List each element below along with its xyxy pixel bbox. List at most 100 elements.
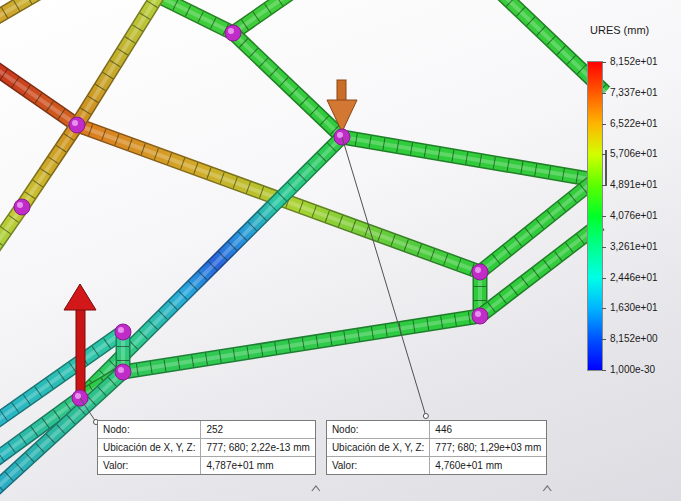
color-bar-segment bbox=[588, 324, 602, 355]
mesh-ticks bbox=[233, 33, 342, 137]
mesh-ticks bbox=[342, 137, 595, 180]
probe-table: Nodo:446Ubicación de X, Y, Z:777; 680; 1… bbox=[326, 420, 547, 475]
tube bbox=[480, 224, 600, 316]
field-name: Ubicación de X, Y, Z: bbox=[327, 439, 429, 456]
mesh-ticks bbox=[0, 0, 40, 20]
mesh-ticks bbox=[0, 66, 77, 125]
tube-highlight bbox=[22, 125, 77, 207]
force-arrow-head bbox=[64, 284, 96, 310]
field-name: Nodo: bbox=[98, 421, 200, 438]
color-bar-segment bbox=[588, 77, 602, 108]
joint-dot bbox=[14, 199, 30, 215]
force-arrow-head bbox=[327, 100, 357, 132]
tube-body bbox=[0, 66, 77, 125]
tick-mark bbox=[602, 154, 606, 155]
tube-highlight bbox=[342, 137, 595, 180]
tube-highlight bbox=[77, 0, 160, 125]
field-value: 4,760e+01 mm bbox=[430, 457, 546, 474]
field-name: Valor: bbox=[98, 457, 200, 474]
tube bbox=[77, 0, 160, 125]
tick-mark bbox=[602, 124, 606, 125]
tube-body bbox=[150, 0, 233, 33]
joint-highlight bbox=[72, 120, 78, 126]
joint-highlight bbox=[475, 267, 481, 273]
tick-mark bbox=[602, 339, 606, 340]
tick-mark bbox=[602, 216, 606, 217]
tube-body bbox=[22, 125, 77, 207]
joint-highlight bbox=[17, 202, 23, 208]
legend-value: 1,630e+01 bbox=[610, 302, 658, 314]
tube bbox=[480, 180, 595, 272]
mesh-ticks bbox=[233, 0, 292, 33]
tube-highlight bbox=[123, 316, 480, 372]
legend-value: 7,337e+01 bbox=[610, 87, 658, 99]
mesh-ticks bbox=[77, 0, 160, 125]
tube-highlight bbox=[0, 0, 40, 20]
tube-highlight bbox=[233, 0, 292, 33]
field-value: 777; 680; 1,29e+03 mm bbox=[430, 439, 546, 456]
tube-highlight bbox=[233, 33, 342, 137]
tube bbox=[150, 0, 233, 33]
joint-highlight bbox=[118, 367, 124, 373]
field-name: Valor: bbox=[327, 457, 429, 474]
tube-body bbox=[480, 224, 600, 316]
collapse-caret bbox=[312, 486, 320, 491]
tube-body bbox=[342, 137, 595, 180]
collapse-caret bbox=[543, 486, 551, 491]
tube-outline bbox=[77, 0, 160, 125]
tube-highlight bbox=[480, 180, 595, 272]
color-bar-segment bbox=[588, 201, 602, 232]
leader-line bbox=[342, 137, 426, 416]
tube bbox=[22, 125, 77, 207]
legend-value: 2,446e+01 bbox=[610, 272, 658, 284]
tube bbox=[0, 66, 77, 125]
tube-outline bbox=[233, 0, 292, 33]
tube-body bbox=[233, 0, 292, 33]
tick-mark bbox=[602, 278, 606, 279]
mesh-ticks bbox=[150, 0, 233, 33]
legend-value: 5,706e+01 bbox=[610, 148, 658, 160]
tick-mark bbox=[602, 185, 606, 186]
leader-lines bbox=[80, 137, 551, 491]
joint-highlight bbox=[118, 327, 124, 333]
probe-table: Nodo:252Ubicación de X, Y, Z:777; 680; 2… bbox=[97, 420, 316, 475]
tube-highlight bbox=[480, 224, 600, 316]
mesh-ticks bbox=[123, 316, 480, 372]
color-bar-segment bbox=[588, 262, 602, 293]
tick-mark bbox=[602, 247, 606, 248]
tube bbox=[233, 33, 342, 137]
tick-mark bbox=[602, 93, 606, 94]
legend-value: 4,891e+01 bbox=[610, 179, 658, 191]
joint-highlight bbox=[228, 28, 234, 34]
tube bbox=[342, 137, 595, 180]
leader-end bbox=[423, 414, 428, 419]
range-marker bbox=[605, 150, 607, 186]
legend-value: 8,152e+01 bbox=[610, 56, 658, 68]
leader-line bbox=[80, 398, 96, 422]
field-value: 777; 680; 2,22e-13 mm bbox=[201, 439, 314, 456]
tube-outline bbox=[0, 66, 77, 125]
tube-body bbox=[480, 180, 595, 272]
truss-tubes bbox=[0, 0, 605, 492]
legend-value: 6,522e+01 bbox=[610, 118, 658, 130]
joint-dot bbox=[472, 308, 488, 324]
color-bar-segment bbox=[588, 170, 602, 201]
tube-outline bbox=[150, 0, 233, 33]
legend-heading: URES (mm) bbox=[590, 24, 649, 37]
tube-outline bbox=[123, 316, 480, 372]
color-bar-segment bbox=[588, 231, 602, 262]
loads bbox=[64, 80, 357, 396]
tube-highlight bbox=[0, 66, 77, 125]
color-bar-segment bbox=[588, 62, 602, 77]
joint-dot bbox=[69, 117, 85, 133]
legend-value: 4,076e+01 bbox=[610, 210, 658, 222]
legend-value: 1,000e-30 bbox=[610, 364, 655, 376]
color-bar-segment bbox=[588, 139, 602, 170]
joint-dot bbox=[472, 264, 488, 280]
field-name: Nodo: bbox=[327, 421, 429, 438]
color-bar-segment bbox=[588, 355, 602, 370]
tube-outline bbox=[0, 0, 40, 20]
legend-value: 3,261e+01 bbox=[610, 241, 658, 253]
tick-mark bbox=[602, 370, 606, 371]
